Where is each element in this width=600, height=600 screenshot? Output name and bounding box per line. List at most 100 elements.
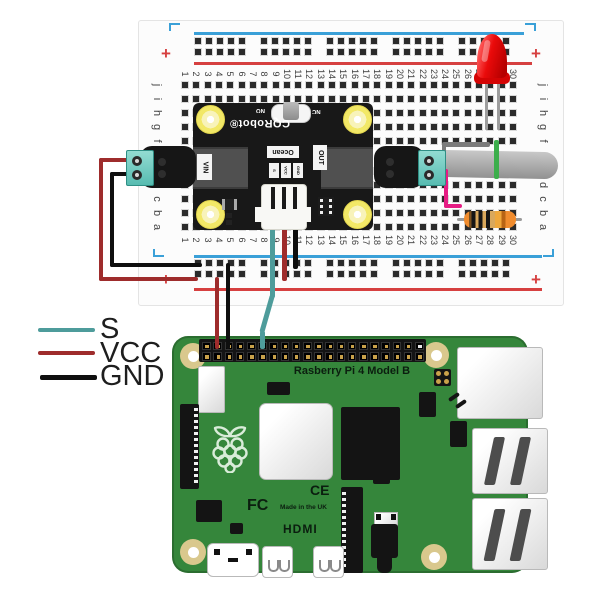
rail-hole (261, 38, 267, 44)
rail-hole (404, 271, 410, 277)
rail-line-blue (194, 32, 524, 35)
wire-gnd-left (110, 172, 114, 267)
gpio-pin-center (272, 344, 277, 349)
gpio-pin (269, 341, 278, 350)
breadboard-hole (408, 138, 415, 144)
smd-ic (318, 197, 334, 216)
breadboard-hole (464, 182, 471, 188)
rail-hole (195, 49, 201, 55)
hdmi-label: HDMI (283, 522, 318, 536)
rail-hole (338, 38, 344, 44)
rail-hole (404, 49, 410, 55)
rail-hole (272, 271, 278, 277)
column-number: 16 (350, 234, 361, 245)
column-number: 29 (497, 234, 508, 245)
breadboard-hole (374, 124, 381, 130)
rail-hole (206, 271, 212, 277)
rail-hole (426, 260, 432, 266)
pin-label-vcc: VCC (281, 163, 291, 178)
rail-hole (470, 49, 476, 55)
breadboard-hole (419, 138, 426, 144)
breadboard-hole (487, 196, 494, 202)
usb-c-port (207, 543, 259, 577)
breadboard-hole (385, 96, 392, 102)
breadboard-hole (498, 138, 505, 144)
legend-label-vcc: VCC (100, 337, 162, 369)
breadboard-hole (510, 138, 516, 144)
audio-jack-barrel (377, 556, 392, 573)
gpio-pin (415, 352, 424, 361)
breadboard-hole (430, 110, 437, 116)
gpio-pin (370, 352, 379, 361)
out-terminal-block (321, 147, 373, 189)
rail-hole (437, 38, 443, 44)
plus-mark: + (161, 44, 171, 63)
rail-hole (305, 260, 311, 266)
breadboard-hole (442, 124, 449, 130)
raspberry-logo (212, 426, 248, 473)
breadboard-hole (430, 124, 437, 130)
breadboard-hole (442, 210, 449, 216)
rail-hole (503, 38, 509, 44)
breadboard-hole (385, 196, 392, 202)
rail-hole (459, 260, 465, 266)
breadboard-hole (374, 96, 381, 102)
chip (450, 421, 467, 447)
column-number: 16 (350, 68, 361, 79)
rail-hole (294, 38, 300, 44)
breadboard-hole (430, 196, 437, 202)
gpio-pin-center (373, 344, 377, 349)
gpio-pin-center (339, 344, 344, 349)
rail-hole (393, 260, 399, 266)
gpio-pin-center (238, 344, 243, 349)
gpio-pin-center (261, 355, 265, 359)
rail-hole (360, 38, 366, 44)
breadboard-hole (487, 182, 494, 188)
rail-hole (272, 49, 278, 55)
breadboard-hole (430, 138, 437, 144)
rail-hole (470, 38, 476, 44)
camera-connector (341, 487, 363, 573)
gpio-pin-center (294, 355, 299, 359)
gpio-pin (303, 352, 312, 361)
breadboard-hole (340, 82, 347, 88)
gpio-pin-center (227, 355, 232, 359)
breadboard-hole (317, 82, 324, 88)
ocean-label: Ocean (267, 146, 299, 158)
gpio-pin-center (418, 355, 422, 359)
breadboard-hole (374, 138, 381, 144)
terminal-hole (132, 170, 142, 180)
module-mount-hole (343, 200, 372, 229)
column-number: 23 (429, 234, 440, 245)
breadboard-hole (182, 138, 188, 144)
rail-hole (437, 49, 443, 55)
breadboard-hole (261, 96, 268, 102)
column-number: 12 (304, 68, 315, 79)
usb-port (472, 498, 548, 570)
breadboard-hole (453, 224, 460, 230)
breadboard-hole (193, 96, 200, 102)
breadboard-hole (215, 96, 222, 102)
breadboard-hole (453, 138, 460, 144)
led-leg (497, 78, 500, 130)
jst-pin (282, 187, 286, 209)
gpio-pin-center (283, 355, 288, 359)
rail-hole (470, 271, 476, 277)
chip (373, 470, 390, 484)
wire-magenta (444, 169, 448, 208)
breadboard-hole (329, 96, 335, 102)
display-connector (180, 404, 199, 489)
breadboard-hole (374, 110, 381, 116)
row-letter: h (151, 109, 164, 117)
row-letter: g (537, 123, 550, 131)
breadboard-hole (385, 124, 392, 130)
gpio-pin-center (328, 344, 333, 349)
row-letter: g (151, 123, 164, 131)
breadboard-hole (442, 138, 449, 144)
breadboard-hole (306, 96, 313, 102)
breadboard-hole (295, 82, 302, 88)
breadboard-hole (442, 96, 449, 102)
rail-bracket (525, 23, 536, 31)
wire-vcc-left (99, 158, 103, 281)
gpio-pin (291, 341, 301, 350)
